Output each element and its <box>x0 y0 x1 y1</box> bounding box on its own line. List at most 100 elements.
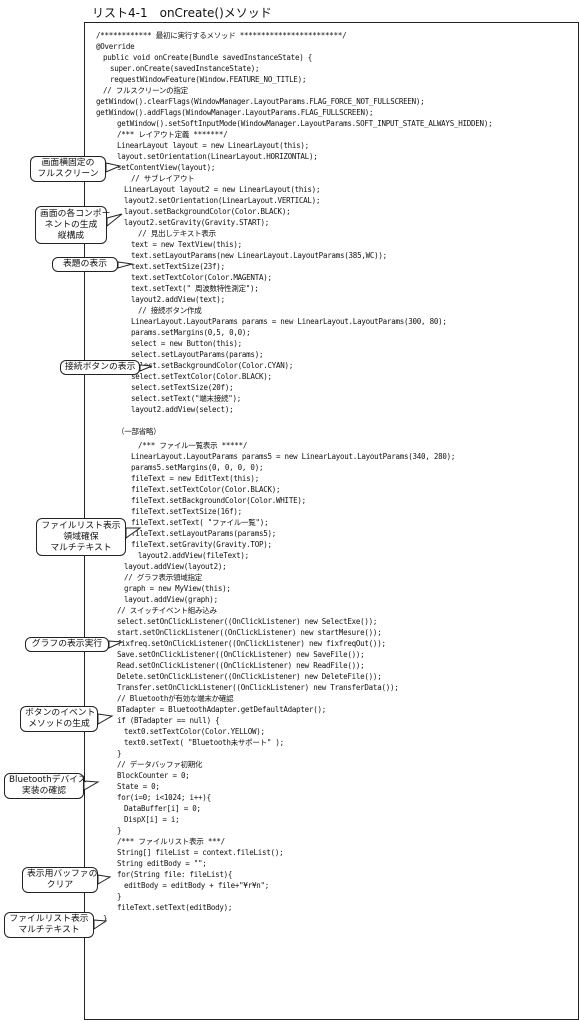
annotation-line: マルチテキスト <box>50 542 112 553</box>
code-line: text0.setText( "Bluetooth未サポート" ); <box>124 738 284 747</box>
code-line: layout2.addView(fileText); <box>138 551 249 560</box>
code-line: graph = new MyView(this); <box>124 584 231 593</box>
code-line <box>96 415 492 426</box>
code-line: String[] fileList = context.fileList(); <box>117 848 284 857</box>
annotation-graph: グラフの表示実行 <box>25 637 109 652</box>
code-line: editBody = editBody + file+"¥r¥n"; <box>124 881 270 890</box>
code-line: fileText.setTextColor(Color.BLACK); <box>131 485 281 494</box>
code-line: fileText.setLayoutParams(params5); <box>131 529 277 538</box>
code-line: LinearLayout.LayoutParams params5 = new … <box>131 452 456 461</box>
code-line: // データバッファ初期化 <box>117 760 203 769</box>
annotation-line: 接続ボタンの表示 <box>65 362 136 372</box>
code-line: （一部省略） <box>117 427 161 436</box>
code-line: // グラフ表示領域指定 <box>124 573 203 582</box>
annotation-line: ファイルリスト表示 <box>41 520 121 531</box>
code-line: select.setText("端末接続"); <box>131 394 242 403</box>
annotation-line: Bluetoothデバイス <box>9 775 87 785</box>
code-line: layout.setBackgroundColor(Color.BLACK); <box>124 207 291 216</box>
code-line: fileText = new EditText(this); <box>131 474 259 483</box>
annotation-line: 実装の確認 <box>22 786 66 796</box>
code-line: public void onCreate(Bundle savedInstanc… <box>103 53 313 62</box>
annotation-events: ボタンのイベント メソッドの生成 <box>20 706 98 732</box>
code-line: fileText.setText(editBody); <box>117 903 233 912</box>
code-line: // Bluetoothが有効な端末か確認 <box>117 694 234 703</box>
code-line: // スイッチイベント組み込み <box>117 606 217 615</box>
code-line: fileText.setGravity(Gravity.TOP); <box>131 540 272 549</box>
code-line: DispX[i] = i; <box>124 815 180 824</box>
code-line: fileText.setBackgroundColor(Color.WHITE)… <box>131 496 306 505</box>
code-line: /************ 最初に実行するメソッド **************… <box>96 31 347 40</box>
code-line: select.setBackgroundColor(Color.CYAN); <box>131 361 294 370</box>
code-line: BlockCounter = 0; <box>117 771 190 780</box>
code-line: } <box>103 914 108 923</box>
code-line: @Override <box>96 42 135 51</box>
annotation-line: クリア <box>46 880 74 890</box>
code-line: LinearLayout layout = new LinearLayout(t… <box>117 141 309 150</box>
code-line: Save.setOnClickListener((OnClickListener… <box>117 650 365 659</box>
code-block-upper: /************ 最初に実行するメソッド **************… <box>96 30 493 448</box>
code-line: text.setTextColor(Color.MAGENTA); <box>131 273 272 282</box>
code-line: text.setText(" 周波数特性測定"); <box>131 284 259 293</box>
annotation-line: 縦構成 <box>57 230 85 241</box>
code-line: /*** レイアウト定義 *******/ <box>117 130 228 139</box>
code-line: // 接続ボタン作成 <box>138 306 202 315</box>
code-line: select.setOnClickListener((OnClickListen… <box>117 617 378 626</box>
code-line: DataBuffer[i] = 0; <box>124 804 201 813</box>
code-line: select.setLayoutParams(params); <box>131 350 264 359</box>
code-line: /*** ファイルリスト表示 ***/ <box>117 837 225 846</box>
annotation-bluetooth: Bluetoothデバイス 実装の確認 <box>4 773 87 799</box>
code-line: start.setOnClickListener((OnClickListene… <box>117 628 382 637</box>
annotation-heading: 表題の表示 <box>52 257 118 272</box>
code-line: for(String file: fileList){ <box>117 870 233 879</box>
annotation-line: メソッドの生成 <box>28 719 90 729</box>
code-line: LinearLayout layout2 = new LinearLayout(… <box>124 185 321 194</box>
annotation-line: 画面横固定の <box>41 158 95 168</box>
annotation-line: ネントの生成 <box>44 219 98 230</box>
code-line: layout.addView(layout2); <box>124 562 227 571</box>
code-line: params5.setMargins(0, 0, 0, 0); <box>131 463 264 472</box>
code-line: super.onCreate(savedInstanceState); <box>110 64 260 73</box>
annotation-filelist: ファイルリスト表示 領域確保 マルチテキスト <box>36 518 126 556</box>
annotation-line: フルスクリーン <box>37 169 99 179</box>
code-line: LinearLayout.LayoutParams params = new L… <box>131 317 447 326</box>
code-line: select = new Button(this); <box>131 339 242 348</box>
code-line: setContentView(layout); <box>117 163 216 172</box>
code-line: text = new TextView(this); <box>131 240 242 249</box>
code-line: Delete.setOnClickListener((OnClickListen… <box>117 672 382 681</box>
listing-title: リスト4-1 onCreate()メソッド <box>92 6 272 20</box>
code-block-lower: /*** ファイル一覧表示 *****/ LinearLayout.LayoutP… <box>96 440 455 924</box>
annotation-buffer: 表示用バッファの クリア <box>22 867 98 893</box>
code-line: // 見出しテキスト表示 <box>138 229 216 238</box>
code-line: for(i=0; i<1024; i++){ <box>117 793 211 802</box>
code-line: } <box>117 892 122 901</box>
code-line: if (BTadapter == null) { <box>117 716 220 725</box>
code-line: getWindow().clearFlags(WindowManager.Lay… <box>96 97 425 106</box>
annotation-line: ファイルリスト表示 <box>9 914 89 924</box>
code-line: } <box>117 826 122 835</box>
code-line: /*** ファイル一覧表示 *****/ <box>138 441 248 450</box>
annotation-line: 領域確保 <box>63 531 99 542</box>
code-line: select.setTextColor(Color.BLACK); <box>131 372 272 381</box>
annotation-line: 表題の表示 <box>63 259 107 269</box>
code-line: // フルスクリーンの指定 <box>103 86 188 95</box>
annotation-filelist2: ファイルリスト表示 マルチテキスト <box>4 912 94 938</box>
code-line: layout2.addView(text); <box>131 295 225 304</box>
code-line: layout2.setGravity(Gravity.START); <box>124 218 270 227</box>
code-line: Transfer.setOnClickListener((OnClickList… <box>117 683 399 692</box>
code-line: fileText.setTextSize(16f); <box>131 507 242 516</box>
code-line: requestWindowFeature(Window.FEATURE_NO_T… <box>110 75 307 84</box>
code-line: fileText.setText( "ファイル一覧"); <box>131 518 269 527</box>
code-line: String editBody = ""; <box>117 859 207 868</box>
code-line: text0.setTextColor(Color.YELLOW); <box>124 727 265 736</box>
annotation-fullscreen: 画面横固定の フルスクリーン <box>30 156 106 182</box>
code-line: text.setTextSize(23f); <box>131 262 225 271</box>
code-line: fixfreq.setOnClickListener((OnClickListe… <box>117 639 386 648</box>
code-line: layout.setOrientation(LinearLayout.HORIZ… <box>117 152 318 161</box>
annotation-line: マルチテキスト <box>18 925 80 935</box>
annotation-line: グラフの表示実行 <box>31 639 103 649</box>
code-line: Read.setOnClickListener((OnClickListener… <box>117 661 365 670</box>
annotation-line: ボタンのイベント <box>25 708 96 718</box>
code-line: params.setMargins(0,5, 0,0); <box>131 328 251 337</box>
code-line: text.setLayoutParams(new LinearLayout.La… <box>131 251 387 260</box>
